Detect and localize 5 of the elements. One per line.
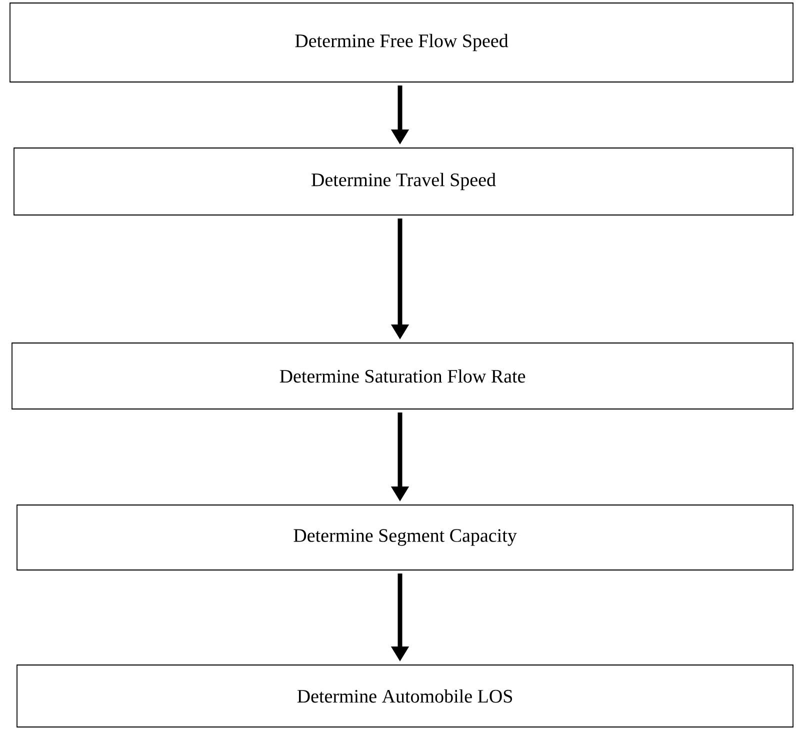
process-box: Determine Free Flow Speed [10, 2, 794, 82]
process-box: Determine Saturation Flow Rate [12, 342, 794, 410]
process-box: Determine Automobile LOS [16, 664, 794, 728]
process-box: Determine Segment Capacity [16, 504, 794, 570]
process-box: Determine Travel Speed [14, 148, 794, 216]
